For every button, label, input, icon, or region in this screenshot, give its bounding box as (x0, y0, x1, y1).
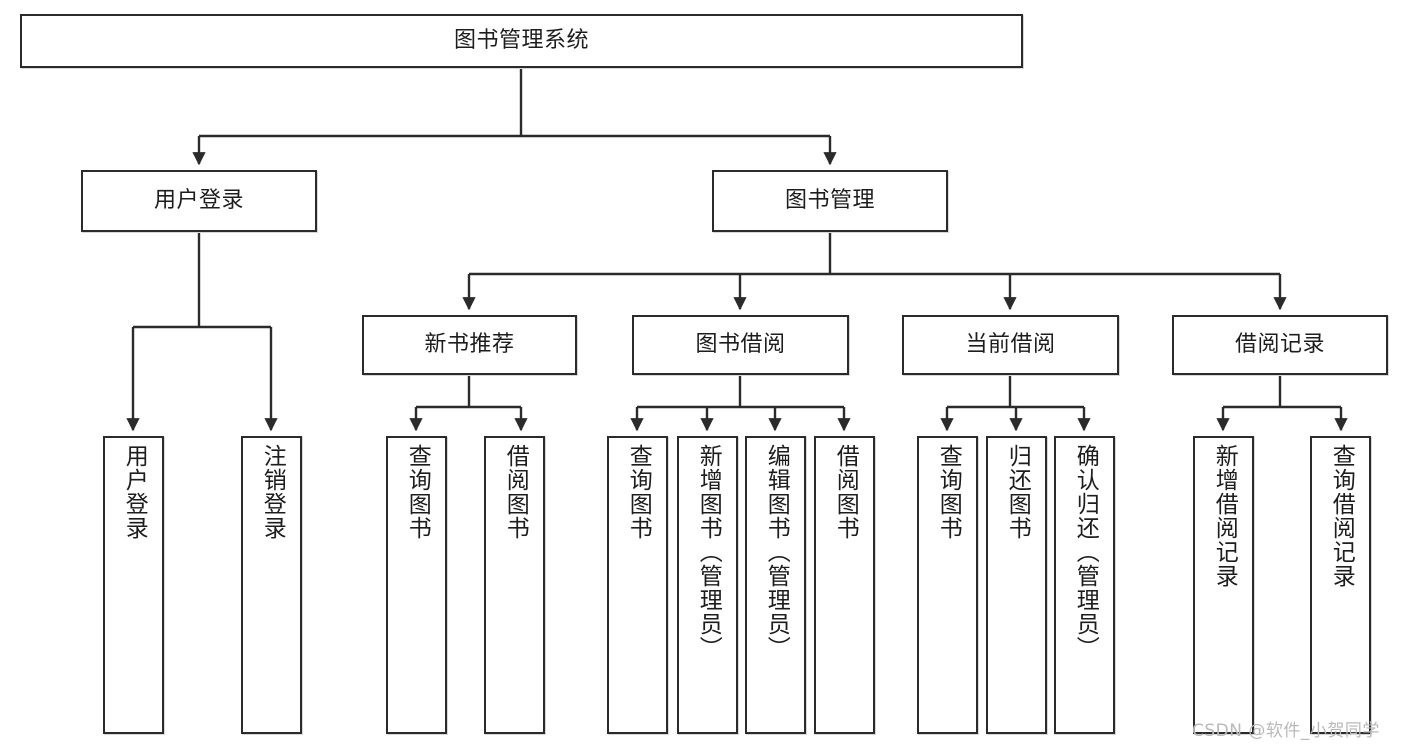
node-label: 借阅记录 (1234, 332, 1325, 358)
node-label: 借阅图书 (502, 444, 529, 540)
node-label: 新增借阅记录 (1211, 444, 1238, 588)
node-label: 当前借阅 (965, 332, 1056, 358)
node-current-borrow[interactable]: 当前借阅 (902, 315, 1119, 375)
node-label: 图书管理系统 (453, 28, 589, 54)
node-label: 查询图书 (404, 444, 431, 540)
node-leaf-borrow-book-recommend[interactable]: 借阅图书 (484, 436, 545, 734)
node-label: 确认归还（管理员） (1072, 444, 1099, 660)
node-leaf-add-borrow-record[interactable]: 新增借阅记录 (1193, 436, 1254, 734)
node-label: 新增图书（管理员） (695, 444, 722, 660)
watermark: CSDN @软件_小贺同学 (1192, 721, 1380, 741)
node-user-login[interactable]: 用户登录 (81, 170, 317, 232)
node-new-book-recommend[interactable]: 新书推荐 (362, 315, 577, 375)
node-borrow-record[interactable]: 借阅记录 (1172, 315, 1388, 375)
node-leaf-query-book-borrow[interactable]: 查询图书 (607, 436, 668, 734)
node-leaf-confirm-return-admin[interactable]: 确认归还（管理员） (1054, 436, 1115, 734)
node-leaf-edit-book-admin[interactable]: 编辑图书（管理员） (745, 436, 806, 734)
node-leaf-user-login[interactable]: 用户登录 (103, 436, 164, 734)
node-leaf-borrow-book[interactable]: 借阅图书 (814, 436, 875, 734)
node-label: 用户登录 (153, 188, 244, 214)
node-label: 查询借阅记录 (1328, 444, 1355, 588)
node-book-management[interactable]: 图书管理 (712, 170, 948, 232)
node-label: 图书管理 (784, 188, 875, 214)
node-leaf-query-book-recommend[interactable]: 查询图书 (386, 436, 447, 734)
node-leaf-add-book-admin[interactable]: 新增图书（管理员） (677, 436, 738, 734)
node-leaf-query-borrow-record[interactable]: 查询借阅记录 (1310, 436, 1371, 734)
node-label: 归还图书 (1004, 444, 1031, 540)
node-leaf-query-book-current[interactable]: 查询图书 (917, 436, 978, 734)
node-label: 用户登录 (121, 444, 148, 540)
node-root-library-system[interactable]: 图书管理系统 (20, 14, 1023, 68)
node-leaf-logout[interactable]: 注销登录 (241, 436, 302, 734)
node-label: 查询图书 (935, 444, 962, 540)
node-label: 查询图书 (625, 444, 652, 540)
node-label: 新书推荐 (424, 332, 515, 358)
node-label: 编辑图书（管理员） (763, 444, 790, 660)
node-label: 借阅图书 (832, 444, 859, 540)
node-label: 注销登录 (259, 444, 286, 540)
node-leaf-return-book[interactable]: 归还图书 (986, 436, 1047, 734)
node-book-borrow[interactable]: 图书借阅 (632, 315, 849, 375)
node-label: 图书借阅 (695, 332, 786, 358)
